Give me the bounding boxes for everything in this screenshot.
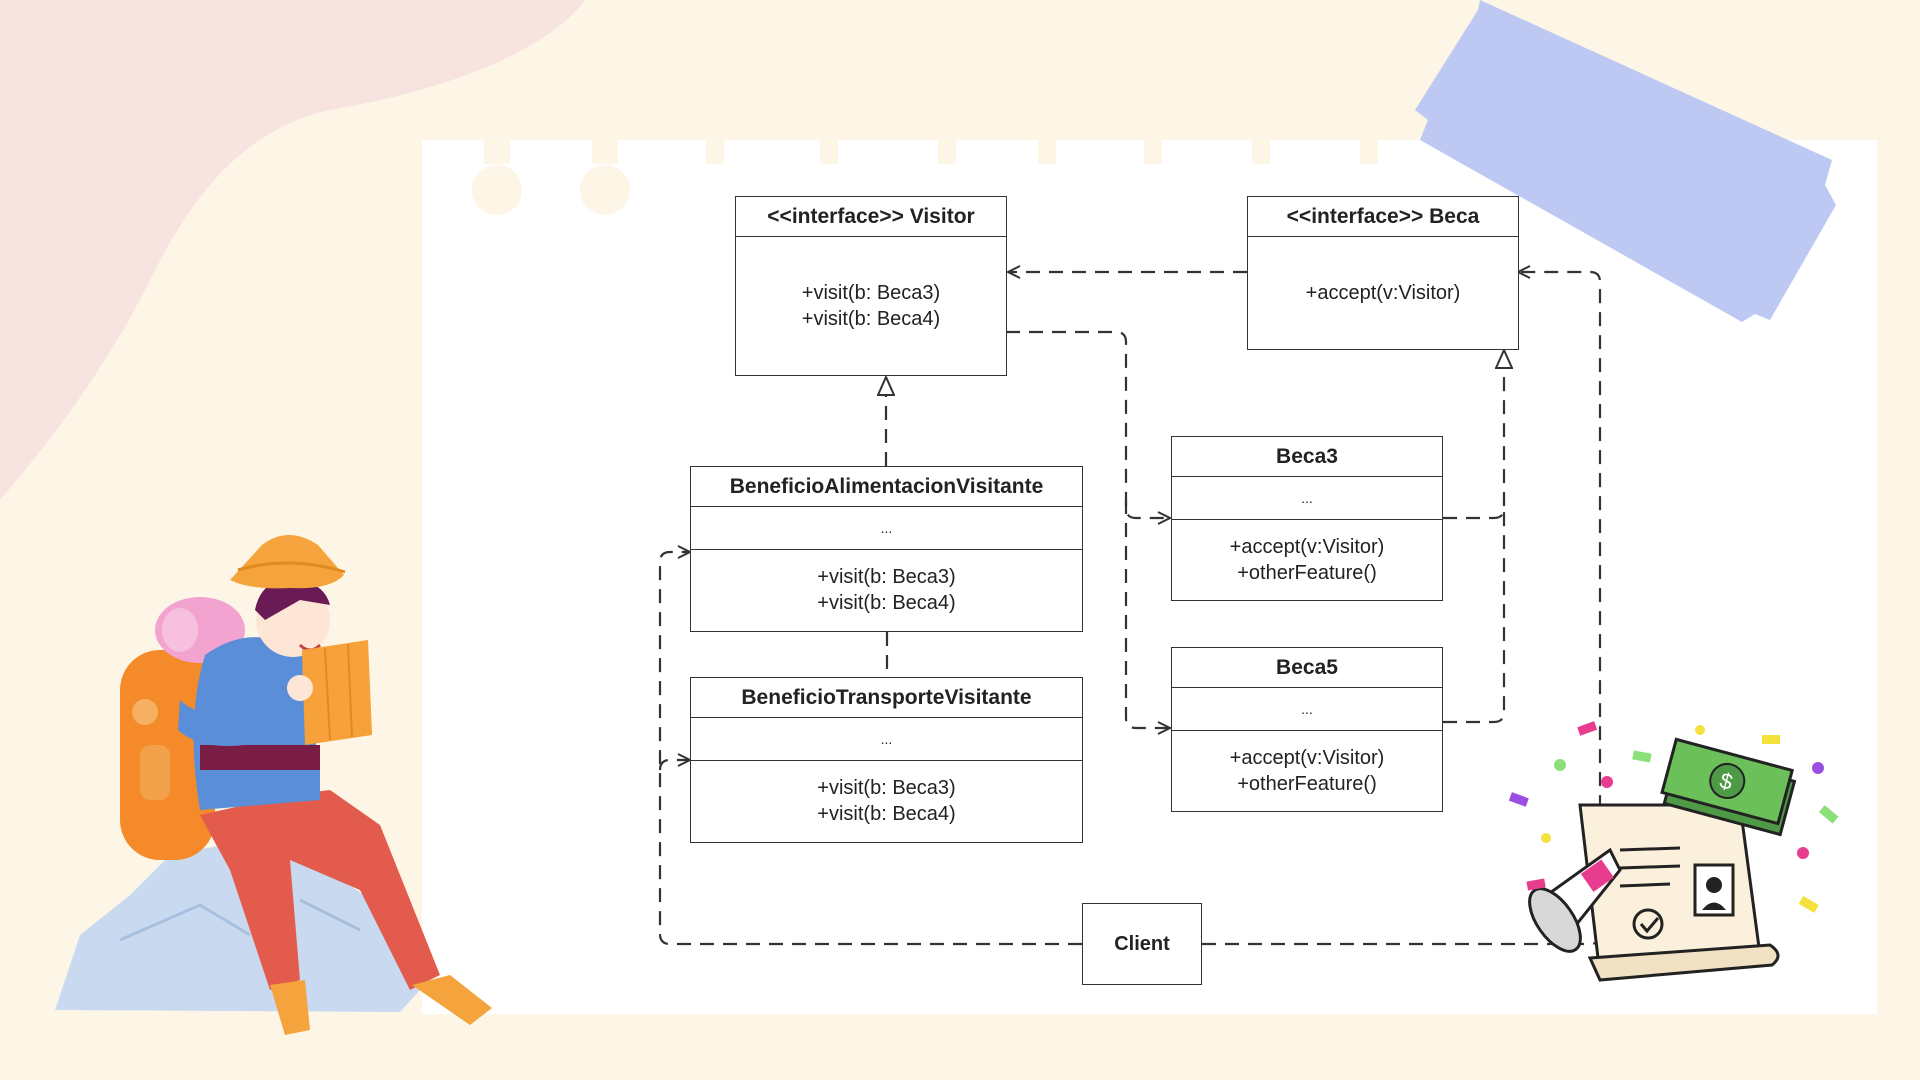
beca3-realizes-beca-connector xyxy=(1443,350,1504,520)
transporte-visitor-title: BeneficioTransporteVisitante xyxy=(691,678,1082,718)
method-visit-beca4: +visit(b: Beca4) xyxy=(817,803,956,825)
method-visit-beca4: +visit(b: Beca4) xyxy=(817,592,956,614)
transporte-visitor-methods: +visit(b: Beca3) +visit(b: Beca4) xyxy=(691,761,1082,841)
beca-interface-title: <<interface>> Beca xyxy=(1248,197,1518,237)
method-accept: +accept(v:Visitor) xyxy=(1229,535,1385,558)
beca5-methods: +accept(v:Visitor) +otherFeature() xyxy=(1172,731,1442,810)
beca5-attributes: ... xyxy=(1172,688,1442,731)
client-title: Client xyxy=(1114,932,1170,955)
client-to-alimentacion-connector xyxy=(658,552,1082,946)
beca-interface-methods: +accept(v:Visitor) xyxy=(1248,237,1518,349)
visitor-to-beca5-connector xyxy=(1124,500,1170,728)
beca5-title: Beca5 xyxy=(1172,648,1442,688)
pink-blob-shape xyxy=(0,0,585,500)
method-visit-beca4: +visit(b: Beca4) xyxy=(801,308,941,330)
method-other-feature: +otherFeature() xyxy=(1237,561,1377,584)
beca3-title: Beca3 xyxy=(1172,437,1442,477)
visitor-interface-box[interactable]: <<interface>> Visitor +visit(b: Beca3) +… xyxy=(735,196,1007,376)
method-other-feature: +otherFeature() xyxy=(1237,772,1377,795)
beca3-box[interactable]: Beca3 ... +accept(v:Visitor) +otherFeatu… xyxy=(1171,436,1443,601)
alimentacion-visitor-box[interactable]: BeneficioAlimentacionVisitante ... +visi… xyxy=(690,466,1083,632)
visitor-to-beca3-connector xyxy=(1006,330,1170,518)
visitor-interface-methods: +visit(b: Beca3) +visit(b: Beca4) xyxy=(736,237,1006,375)
client-to-transporte-connector xyxy=(658,760,690,771)
visitor-interface-title: <<interface>> Visitor xyxy=(736,197,1006,237)
beca3-attributes: ... xyxy=(1172,477,1442,520)
method-visit-beca3: +visit(b: Beca3) xyxy=(817,566,956,588)
method-visit-beca3: +visit(b: Beca3) xyxy=(817,777,956,799)
beca-interface-box[interactable]: <<interface>> Beca +accept(v:Visitor) xyxy=(1247,196,1519,350)
beca5-box[interactable]: Beca5 ... +accept(v:Visitor) +otherFeatu… xyxy=(1171,647,1443,812)
method-visit-beca3: +visit(b: Beca3) xyxy=(801,282,941,304)
client-to-beca-connector xyxy=(1202,272,1602,946)
certificate-money-megaphone-icon: $ xyxy=(1508,721,1839,982)
alimentacion-visitor-methods: +visit(b: Beca3) +visit(b: Beca4) xyxy=(691,550,1082,630)
beca5-realizes-beca-connector xyxy=(1443,500,1506,724)
traveler-with-map-icon xyxy=(55,535,492,1035)
tape-decoration xyxy=(1415,0,1836,322)
transporte-visitor-box[interactable]: BeneficioTransporteVisitante ... +visit(… xyxy=(690,677,1083,843)
alimentacion-visitor-attributes: ... xyxy=(691,507,1082,550)
transporte-visitor-attributes: ... xyxy=(691,718,1082,761)
method-accept: +accept(v:Visitor) xyxy=(1229,746,1385,769)
method-accept: +accept(v:Visitor) xyxy=(1305,282,1461,304)
alimentacion-visitor-title: BeneficioAlimentacionVisitante xyxy=(691,467,1082,507)
client-box[interactable]: Client xyxy=(1082,903,1202,985)
beca3-methods: +accept(v:Visitor) +otherFeature() xyxy=(1172,520,1442,599)
